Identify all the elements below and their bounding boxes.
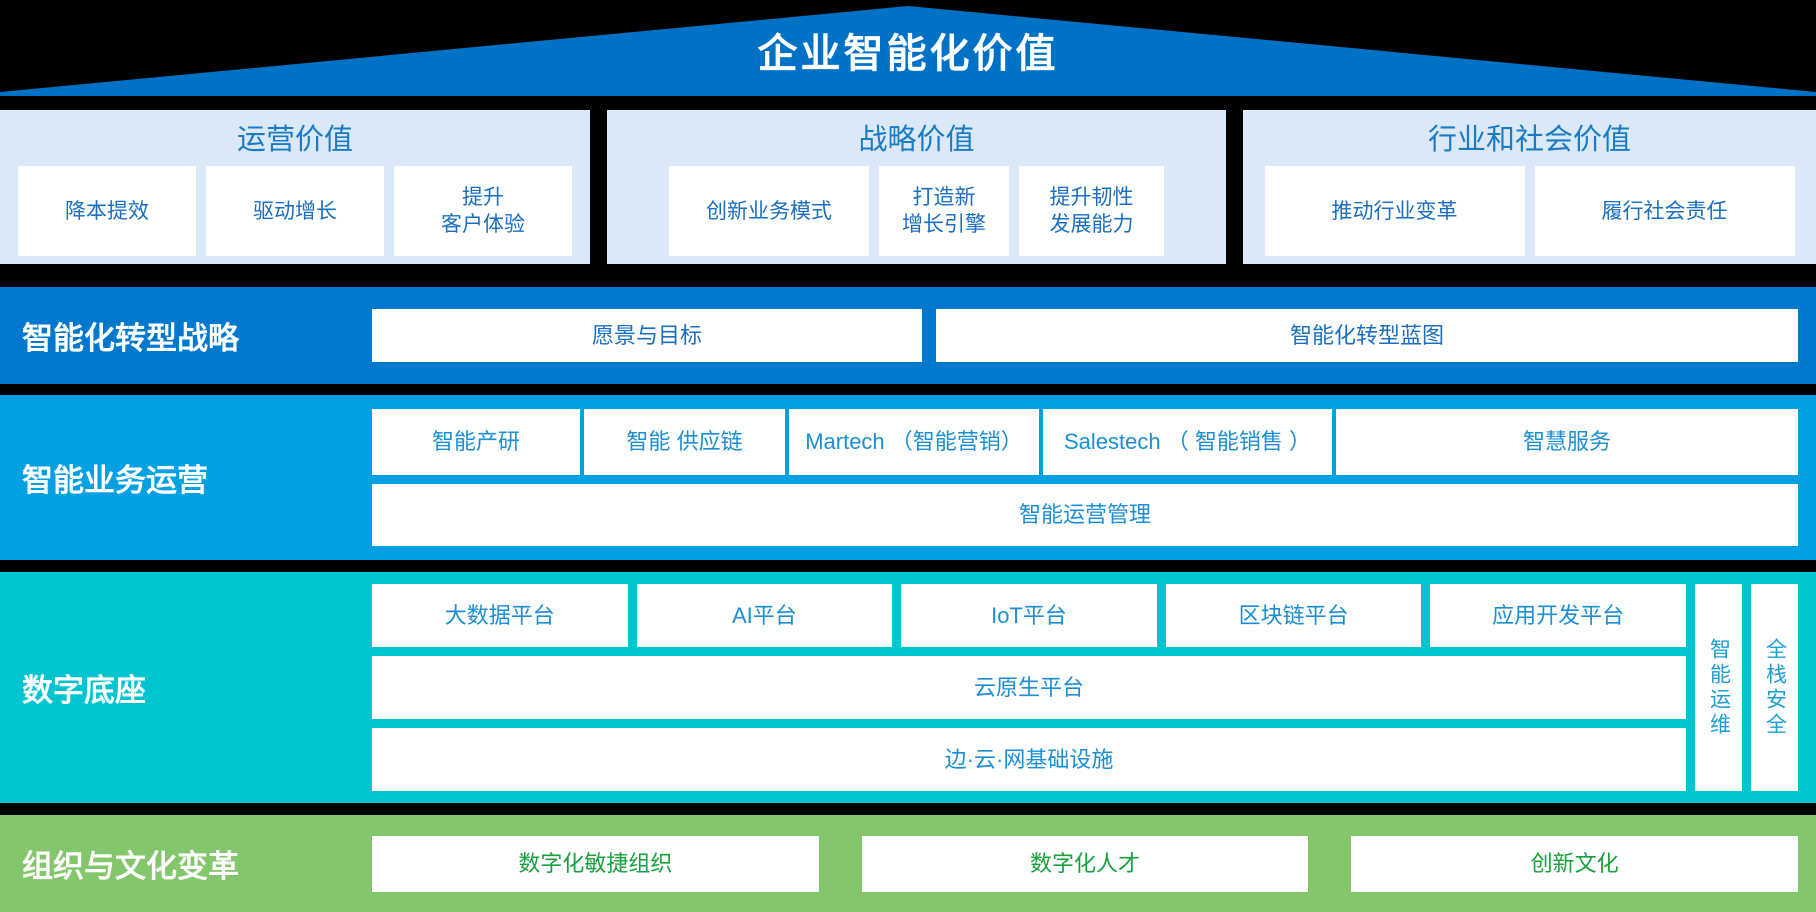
band-content: 智能产研 智能 供应链 Martech （智能营销） Sale xyxy=(372,409,1816,546)
value-box[interactable]: 驱动增长 xyxy=(206,166,384,256)
value-pillars-row: 运营价值 降本提效 驱动增长 提升 客户体验 战略价值 xyxy=(0,110,1816,264)
ops-box-martech[interactable]: Martech （智能营销） xyxy=(789,409,1039,475)
value-box-line: 打造新 xyxy=(912,186,976,209)
roof-shape: 企业智能化价值 xyxy=(0,0,1816,96)
ops-box-line: Martech xyxy=(805,429,885,454)
ops-box-line: 智能产研 xyxy=(431,429,520,454)
base-row-infrastructure: 边·云·网基础设施 xyxy=(372,728,1686,791)
pillar-box-group: 创新业务模式 打造新 增长引擎 提升韧性 发展能力 xyxy=(607,166,1226,264)
value-box-line: 提升 xyxy=(462,186,504,209)
value-box-line: 推动行业变革 xyxy=(1331,199,1458,223)
band-content: 数字化敏捷组织 数字化人才 创新文化 xyxy=(372,835,1816,892)
value-box[interactable]: 降本提效 xyxy=(18,166,196,256)
value-box[interactable]: 推动行业变革 xyxy=(1264,166,1525,256)
value-box-line: 增长引擎 xyxy=(902,213,986,236)
pillar-operational-value: 运营价值 降本提效 驱动增长 提升 客户体验 xyxy=(0,110,590,264)
band-transformation-strategy: 智能化转型战略 愿景与目标 智能化转型蓝图 xyxy=(0,287,1816,384)
value-box[interactable]: 提升韧性 发展能力 xyxy=(1019,166,1164,256)
ops-row-capabilities: 智能产研 智能 供应链 Martech （智能营销） Sale xyxy=(372,409,1798,475)
value-box-line: 提升韧性 xyxy=(1049,186,1134,209)
base-box-cloud-native-platform[interactable]: 云原生平台 xyxy=(372,656,1686,719)
band-label: 数字底座 xyxy=(22,673,146,708)
strategy-box-blueprint[interactable]: 智能化转型蓝图 xyxy=(936,309,1798,362)
value-box-line: 创新业务模式 xyxy=(706,199,832,223)
roof-triangle-icon xyxy=(0,6,1816,96)
pillar-box-group: 推动行业变革 履行社会责任 xyxy=(1243,166,1816,264)
value-box-line: 驱动增长 xyxy=(253,199,337,223)
value-box-line: 履行社会责任 xyxy=(1601,199,1728,223)
ops-box-smart-service[interactable]: 智慧服务 xyxy=(1336,409,1798,475)
value-box-line: 客户体验 xyxy=(441,213,525,236)
culture-box-innovation-culture[interactable]: 创新文化 xyxy=(1351,835,1799,892)
base-box-intelligent-ops-vertical[interactable]: 智能运维 xyxy=(1695,584,1742,791)
pillar-industry-social-value: 行业和社会价值 推动行业变革 履行社会责任 xyxy=(1243,110,1816,264)
base-main-stack: 大数据平台 AI平台 IoT平台 区块链平台 应用开发平台 云原生平台 边·云·… xyxy=(372,584,1686,791)
roof-title: 企业智能化价值 xyxy=(757,32,1059,76)
base-box-iot-platform[interactable]: IoT平台 xyxy=(901,584,1157,647)
band-label: 智能化转型战略 xyxy=(22,321,239,356)
base-row-platforms: 大数据平台 AI平台 IoT平台 区块链平台 应用开发平台 xyxy=(372,584,1686,647)
ops-box-line: 智能 xyxy=(626,429,671,454)
base-box-edge-cloud-network[interactable]: 边·云·网基础设施 xyxy=(372,728,1686,791)
ops-box-line: 供应链 xyxy=(676,429,743,454)
strategy-box-vision[interactable]: 愿景与目标 xyxy=(372,309,922,362)
pillar-title: 运营价值 xyxy=(236,124,353,156)
value-box-line: 降本提效 xyxy=(65,199,149,223)
band-intelligent-business-operations: 智能业务运营 智能产研 智能 供应链 Martech （智能营销） xyxy=(0,395,1816,560)
value-box[interactable]: 创新业务模式 xyxy=(669,166,869,256)
value-box-line: 发展能力 xyxy=(1049,213,1134,236)
ops-row-management: 智能运营管理 xyxy=(372,484,1798,546)
ops-box-operations-management[interactable]: 智能运营管理 xyxy=(372,484,1798,546)
ops-box-line: Salestech xyxy=(1064,429,1161,454)
culture-box-agile-org[interactable]: 数字化敏捷组织 xyxy=(372,835,819,892)
band-content: 愿景与目标 智能化转型蓝图 xyxy=(372,309,1816,362)
band-org-culture-transformation: 组织与文化变革 数字化敏捷组织 数字化人才 创新文化 xyxy=(0,815,1816,912)
ops-box-supply-chain[interactable]: 智能 供应链 xyxy=(584,409,785,475)
base-row-cloud-native: 云原生平台 xyxy=(372,656,1686,719)
ops-box-line: （ 智能销售 ） xyxy=(1166,429,1311,454)
base-box-app-dev-platform[interactable]: 应用开发平台 xyxy=(1430,584,1686,647)
band-label: 组织与文化变革 xyxy=(22,849,239,884)
band-content: 大数据平台 AI平台 IoT平台 区块链平台 应用开发平台 云原生平台 边·云·… xyxy=(372,584,1816,791)
pillar-box-group: 降本提效 驱动增长 提升 客户体验 xyxy=(0,166,590,264)
ops-box-rnd[interactable]: 智能产研 xyxy=(372,409,580,475)
pillar-strategic-value: 战略价值 创新业务模式 打造新 增长引擎 提升韧性 发展能力 xyxy=(607,110,1226,264)
base-box-bigdata-platform[interactable]: 大数据平台 xyxy=(372,584,628,647)
base-box-ai-platform[interactable]: AI平台 xyxy=(636,584,893,647)
band-label: 智能业务运营 xyxy=(22,463,208,498)
pillar-title: 战略价值 xyxy=(858,124,975,156)
pillar-title: 行业和社会价值 xyxy=(1427,124,1631,156)
base-box-blockchain-platform[interactable]: 区块链平台 xyxy=(1165,584,1422,647)
base-box-fullstack-security-vertical[interactable]: 全栈安全 xyxy=(1751,584,1798,791)
band-digital-foundation: 数字底座 大数据平台 AI平台 IoT平台 区块链平台 应用开发平台 云原生平台… xyxy=(0,572,1816,803)
value-box[interactable]: 履行社会责任 xyxy=(1534,166,1795,256)
value-box[interactable]: 提升 客户体验 xyxy=(394,166,572,256)
ops-box-line: 智慧服务 xyxy=(1522,429,1611,454)
ops-box-salestech[interactable]: Salestech （ 智能销售 ） xyxy=(1043,409,1332,475)
ops-box-line: （智能营销） xyxy=(890,429,1023,454)
value-box[interactable]: 打造新 增长引擎 xyxy=(879,166,1009,256)
culture-box-digital-talent[interactable]: 数字化人才 xyxy=(861,835,1309,892)
